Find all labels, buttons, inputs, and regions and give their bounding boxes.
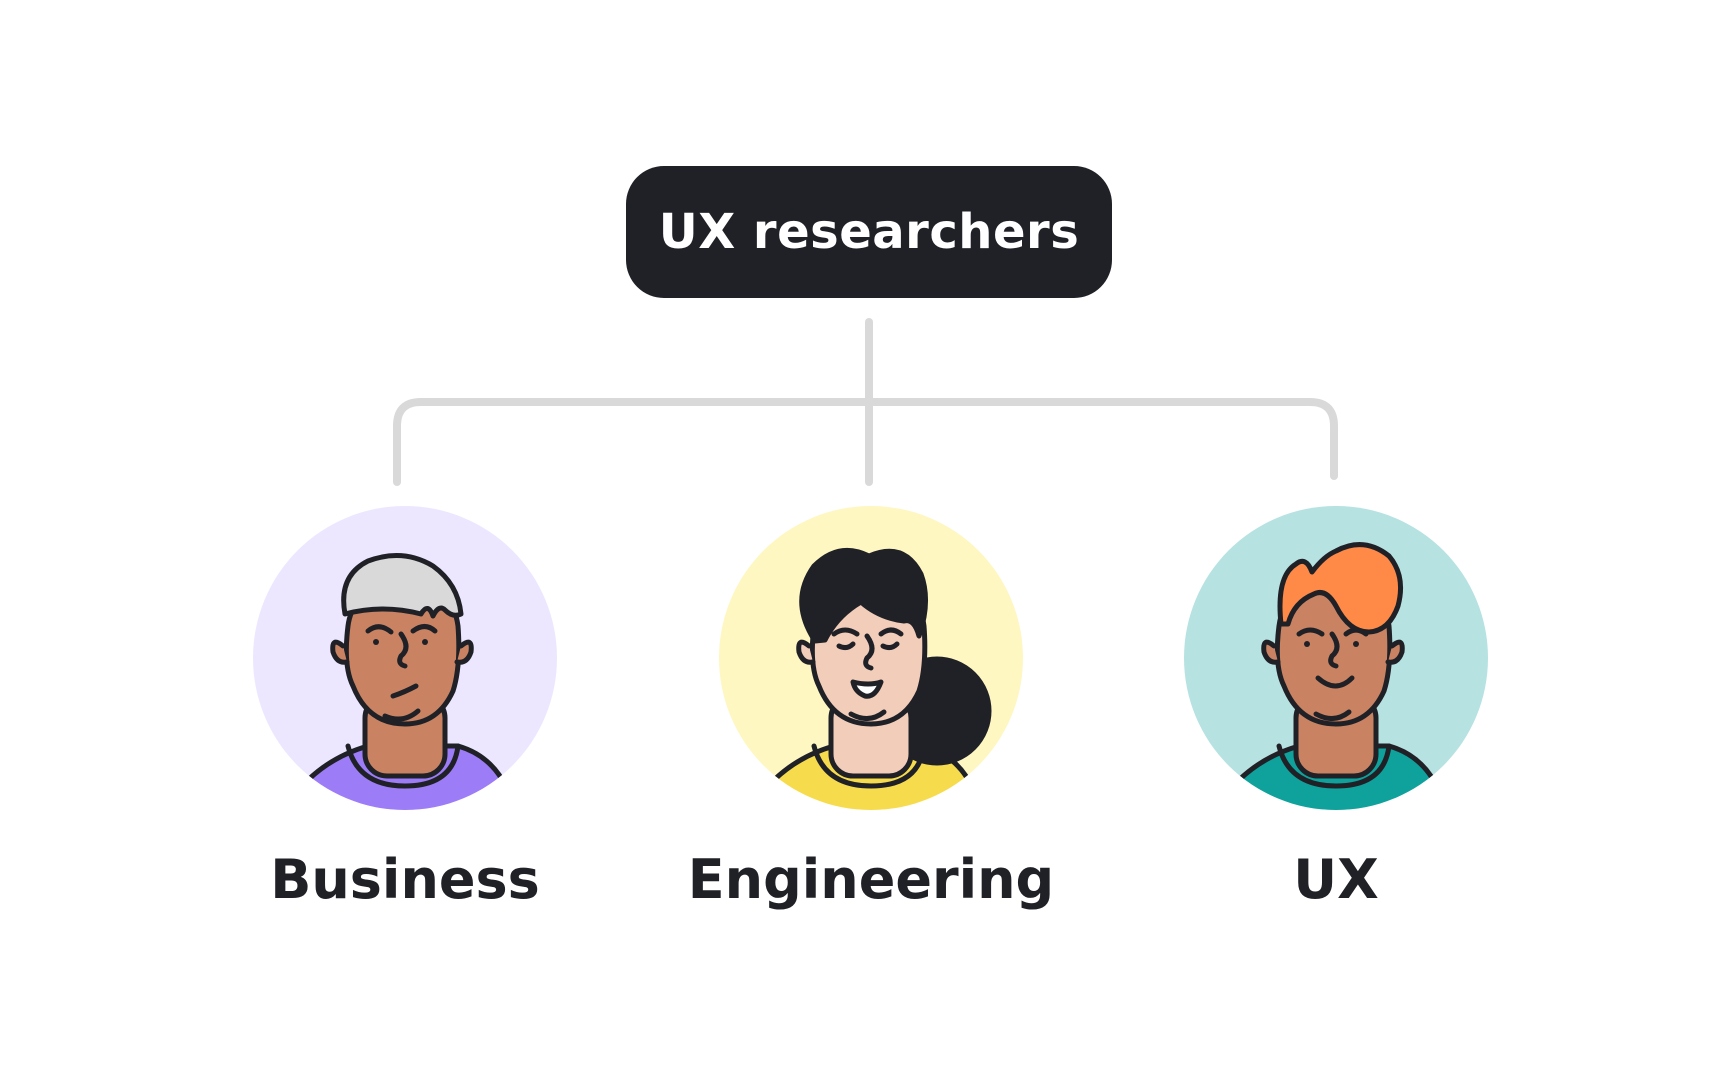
group-label-engineering: Engineering xyxy=(687,848,1055,911)
person-orange-hair-icon xyxy=(1184,506,1488,810)
person-gray-hair-icon xyxy=(253,506,557,810)
root-node-box: UX researchers xyxy=(626,166,1112,298)
person-black-hair-bun-icon xyxy=(719,506,1023,810)
group-label-business: Business xyxy=(270,848,540,911)
avatar-ux xyxy=(1184,506,1488,810)
root-node-label: UX researchers xyxy=(658,204,1080,260)
connector-crossbar-left xyxy=(393,398,1338,486)
avatar-business xyxy=(253,506,557,810)
group-label-ux: UX xyxy=(1293,848,1379,911)
avatar-engineering xyxy=(719,506,1023,810)
